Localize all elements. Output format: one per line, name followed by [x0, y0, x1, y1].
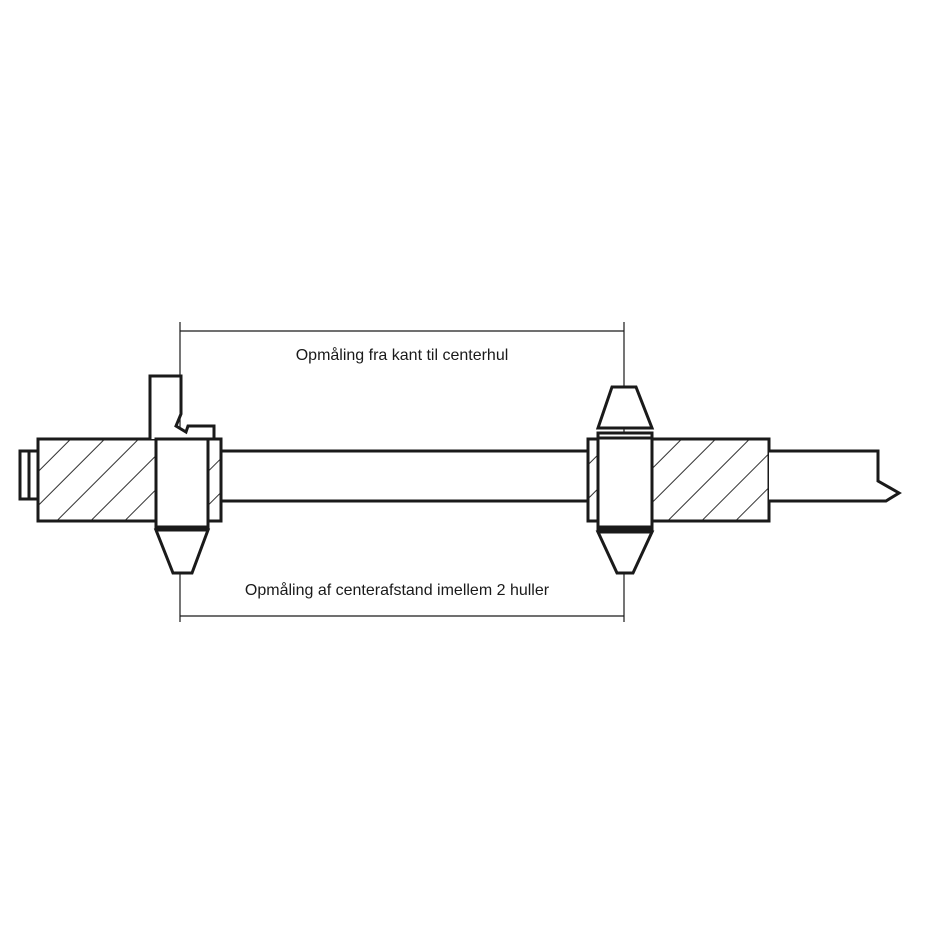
left-measuring-jaw [148, 374, 216, 439]
left-hatched-slot [206, 437, 223, 523]
depth-rod [769, 449, 902, 503]
edge-to-center-label: Opmåling fra kant til centerhul [295, 347, 509, 364]
right-center-pin [595, 385, 655, 575]
right-workpiece-section [650, 437, 771, 523]
left-workpiece-section [36, 437, 158, 523]
caliper-beam [219, 449, 590, 503]
left-center-pin [153, 437, 211, 575]
center-to-center-label: Opmåling af centerafstand imellem 2 hull… [244, 582, 550, 599]
left-end-cap [18, 449, 40, 501]
